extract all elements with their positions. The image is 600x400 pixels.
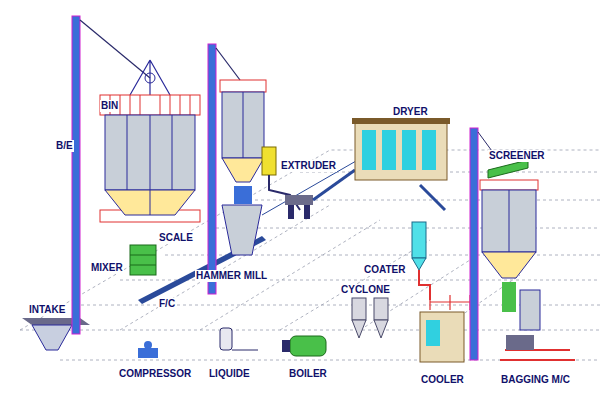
part-label: LIQUIDE — [208, 368, 251, 380]
part-label: BIN — [100, 100, 119, 112]
part-label: SCREENER — [488, 150, 546, 162]
part-label: COMPRESSOR — [118, 368, 192, 380]
part-label: BOILER — [288, 368, 328, 380]
part-label: COATER — [363, 264, 406, 276]
part-label: MIXER — [90, 262, 124, 274]
part-label: EXTRUDER — [280, 160, 337, 172]
part-label: HAMMER MILL — [195, 270, 268, 282]
part-label: CYCLONE — [340, 284, 391, 296]
part-label: B/E — [55, 140, 74, 152]
part-label: INTAKE — [28, 304, 66, 316]
part-label: SCALE — [158, 232, 194, 244]
part-label: DRYER — [392, 106, 429, 118]
part-label: COOLER — [420, 374, 465, 386]
part-label: F/C — [158, 298, 176, 310]
part-label: BAGGING M/C — [500, 374, 571, 386]
